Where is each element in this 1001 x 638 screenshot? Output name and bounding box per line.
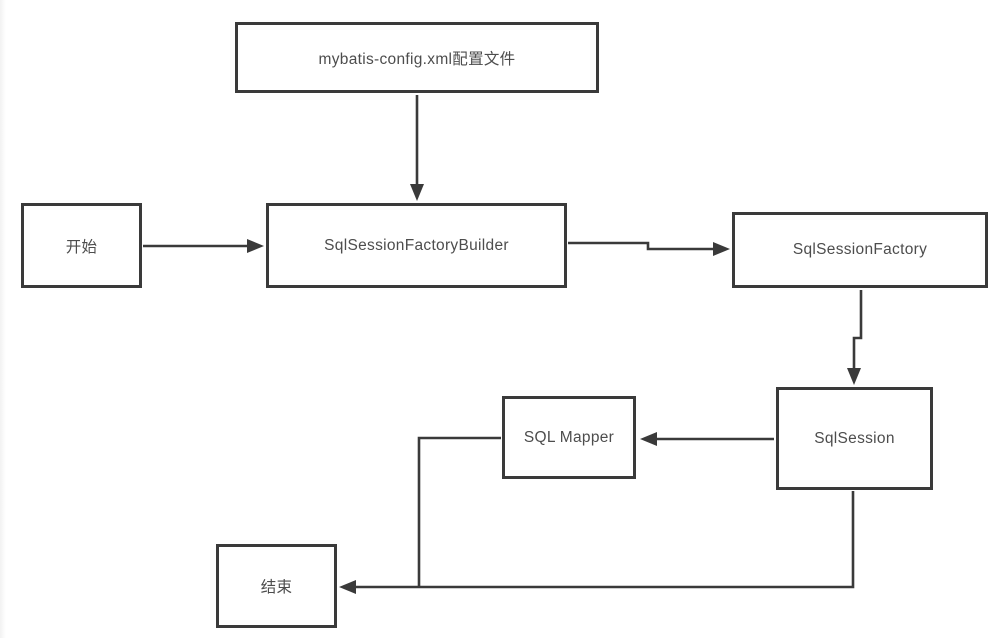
node-sqlsessionfactorybuilder-label: SqlSessionFactoryBuilder: [324, 236, 509, 254]
node-start: 开始: [21, 203, 142, 288]
arrow-factory-to-session: [847, 290, 863, 385]
node-sqlsessionfactorybuilder: SqlSessionFactoryBuilder: [266, 203, 567, 288]
arrow-start-to-builder: [143, 239, 264, 253]
node-config-file: mybatis-config.xml配置文件: [235, 22, 599, 93]
arrow-session-to-mapper: [640, 432, 774, 446]
arrow-session-to-end: [339, 491, 855, 594]
node-start-label: 开始: [65, 238, 98, 256]
node-sqlsession-label: SqlSession: [814, 429, 895, 447]
line-mapper-to-merge: [417, 436, 501, 587]
arrow-builder-to-factory: [568, 241, 730, 256]
node-sql-mapper-label: SQL Mapper: [523, 428, 615, 446]
arrow-config-to-builder: [410, 95, 424, 201]
node-sqlsessionfactory: SqlSessionFactory: [732, 212, 988, 288]
node-sqlsessionfactory-label: SqlSessionFactory: [792, 241, 928, 258]
node-end: 结束: [216, 544, 337, 628]
node-sqlsession: SqlSession: [776, 387, 933, 490]
node-sql-mapper: SQL Mapper: [502, 396, 636, 479]
node-config-file-label: mybatis-config.xml配置文件: [318, 50, 516, 68]
node-end-label: 结束: [260, 579, 293, 596]
